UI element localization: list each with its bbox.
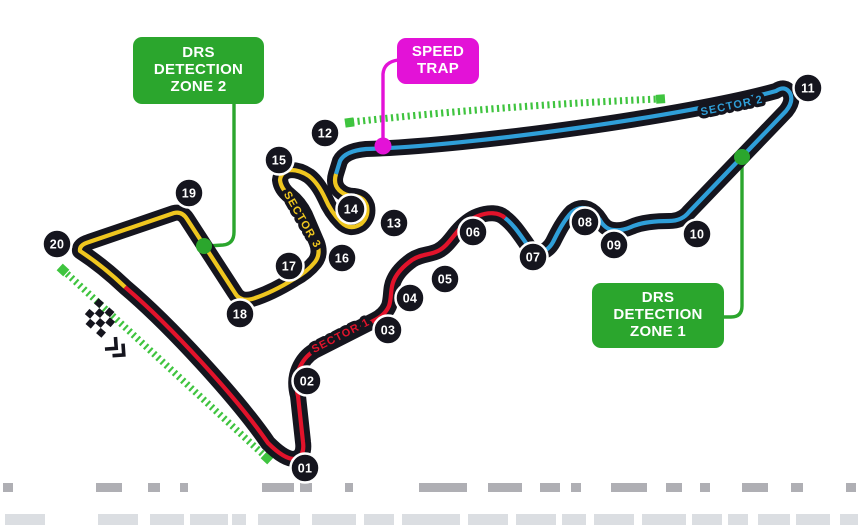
turn-circle — [326, 242, 358, 274]
turn-circle — [394, 282, 426, 314]
turn-circle — [335, 193, 367, 225]
callout-line: TRAP — [416, 60, 460, 77]
turn-number: 16 — [335, 252, 350, 266]
turn-20-marker: 20 — [41, 228, 73, 260]
turn-circle — [681, 218, 713, 250]
turn-04-marker: 04 — [394, 282, 426, 314]
turn-circle — [598, 229, 630, 261]
turn-03-marker: 03 — [372, 314, 404, 346]
turn-number: 05 — [438, 273, 453, 287]
sector1-line — [123, 211, 507, 462]
drs-detection-zone1-callout: DRS DETECTION ZONE 1 — [592, 283, 724, 348]
turn-number: 06 — [466, 226, 481, 240]
turn-11-marker: 11 — [792, 72, 824, 104]
turn-circle — [517, 241, 549, 273]
drs-detection-zone2-callout: DRS DETECTION ZONE 2 — [133, 37, 264, 104]
turn-circle — [263, 144, 295, 176]
turn-number: 07 — [526, 251, 541, 265]
callout-line: DETECTION — [613, 306, 703, 324]
turn-14-marker: 14 — [335, 193, 367, 225]
turn-number: 11 — [801, 82, 815, 96]
turn-circle — [224, 298, 256, 330]
drs-zone1-connector-line — [722, 161, 744, 319]
callout-line: DETECTION — [153, 61, 244, 79]
speed-trap-callout: SPEED TRAP — [397, 38, 479, 84]
footer-ghost-row-top — [3, 483, 856, 492]
turn-19-marker: 19 — [173, 177, 205, 209]
turn-number: 12 — [318, 127, 333, 141]
turn-10-marker: 10 — [681, 218, 713, 250]
turn-circle — [173, 177, 205, 209]
sector1-label: SECTOR 1 — [310, 316, 372, 356]
turn-circle — [378, 207, 410, 239]
drs-zone-back-straight-dashes — [344, 94, 666, 128]
callout-line: SPEED — [411, 43, 465, 61]
turn-number: 10 — [690, 228, 705, 242]
turn-02-marker: 02 — [291, 365, 323, 397]
sector3-line — [77, 167, 370, 302]
turn-markers: 01 02 03 04 05 06 07 08 09 10 11 12 13 14 15 16 17 18 19 20 — [41, 72, 824, 484]
turn-01-marker: 01 — [289, 452, 321, 484]
turn-circle — [569, 206, 601, 238]
drs-zone2-connector-line — [206, 102, 236, 248]
speed-trap-connector-line — [381, 58, 400, 142]
turn-circle — [792, 72, 824, 104]
turn-number: 19 — [182, 187, 197, 201]
turn-circle — [273, 250, 305, 282]
drs-detection-point-zone2 — [196, 238, 212, 254]
turn-08-marker: 08 — [569, 206, 601, 238]
turn-number: 01 — [298, 462, 313, 476]
turn-16-marker: 16 — [326, 242, 358, 274]
turn-circle — [289, 452, 321, 484]
direction-chevrons-icon — [104, 336, 126, 358]
turn-circle — [372, 314, 404, 346]
turn-number: 08 — [578, 216, 593, 230]
drs-detection-point-zone1 — [734, 149, 750, 165]
turn-circle — [457, 216, 489, 248]
turn-number: 17 — [282, 260, 297, 274]
turn-number: 20 — [50, 238, 65, 252]
turn-06-marker: 06 — [457, 216, 489, 248]
callout-line: ZONE 2 — [170, 77, 227, 95]
turn-number: 02 — [300, 375, 315, 389]
turn-number: 14 — [344, 203, 359, 217]
turn-number: 09 — [607, 239, 622, 253]
turn-12-marker: 12 — [309, 117, 341, 149]
sector2-line — [333, 86, 794, 255]
turn-number: 15 — [272, 154, 287, 168]
callout-line: DRS — [641, 289, 675, 307]
speed-trap-point — [374, 137, 392, 155]
turn-15-marker: 15 — [263, 144, 295, 176]
turn-number: 13 — [387, 217, 402, 231]
callout-line: ZONE 1 — [630, 322, 686, 340]
turn-09-marker: 09 — [598, 229, 630, 261]
turn-circle — [41, 228, 73, 260]
turn-05-marker: 05 — [429, 263, 461, 295]
turn-07-marker: 07 — [517, 241, 549, 273]
turn-circle — [291, 365, 323, 397]
turn-number: 04 — [403, 292, 418, 306]
turn-number: 18 — [233, 308, 248, 322]
turn-17-marker: 17 — [273, 250, 305, 282]
callout-line: DRS — [182, 44, 215, 62]
start-finish-checker — [84, 298, 116, 338]
turn-number: 03 — [381, 324, 396, 338]
turn-18-marker: 18 — [224, 298, 256, 330]
turn-circle — [429, 263, 461, 295]
footer-ghost-row-bottom — [5, 514, 858, 525]
turn-circle — [309, 117, 341, 149]
turn-13-marker: 13 — [378, 207, 410, 239]
